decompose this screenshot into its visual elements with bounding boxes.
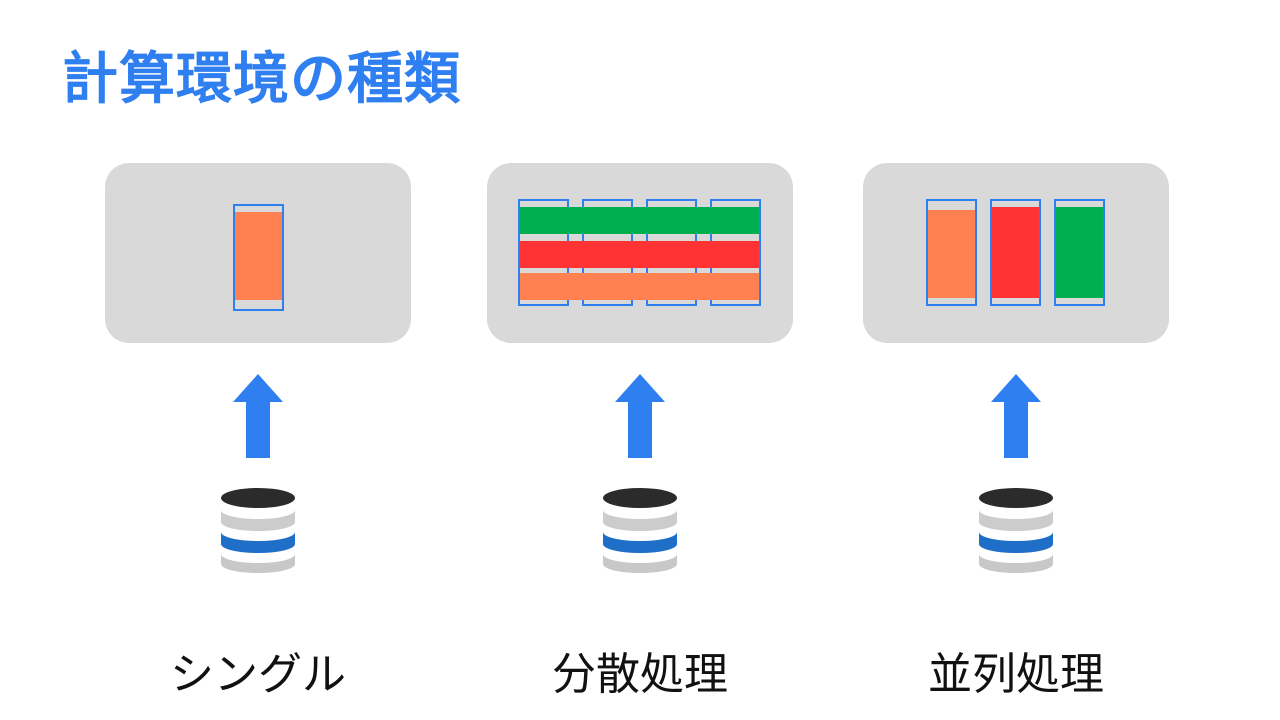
page-title: 計算環境の種類: [62, 47, 461, 112]
database-icon: [979, 488, 1053, 573]
arrow-up-icon: [991, 374, 1041, 458]
task-green-bar: [520, 207, 759, 234]
task-red: [992, 207, 1039, 298]
task-orange-bar: [520, 273, 759, 300]
database-icon: [603, 488, 677, 573]
distributed-panel: [487, 163, 793, 343]
processor-slot: [1054, 199, 1105, 306]
task-orange: [235, 212, 282, 300]
arrow-up-icon: [615, 374, 665, 458]
processor-slot: [990, 199, 1041, 306]
label-parallel: 並列処理: [928, 649, 1104, 700]
parallel-panel: [863, 163, 1169, 343]
processor-slot: [926, 199, 977, 306]
label-distributed: 分散処理: [552, 649, 728, 700]
single-panel: [105, 163, 411, 343]
label-single: シングル: [170, 649, 346, 700]
database-icon: [221, 488, 295, 573]
task-green: [1056, 207, 1103, 298]
processor-slot: [233, 204, 284, 311]
arrow-up-icon: [233, 374, 283, 458]
task-red-bar: [520, 241, 759, 268]
task-orange: [928, 210, 975, 298]
